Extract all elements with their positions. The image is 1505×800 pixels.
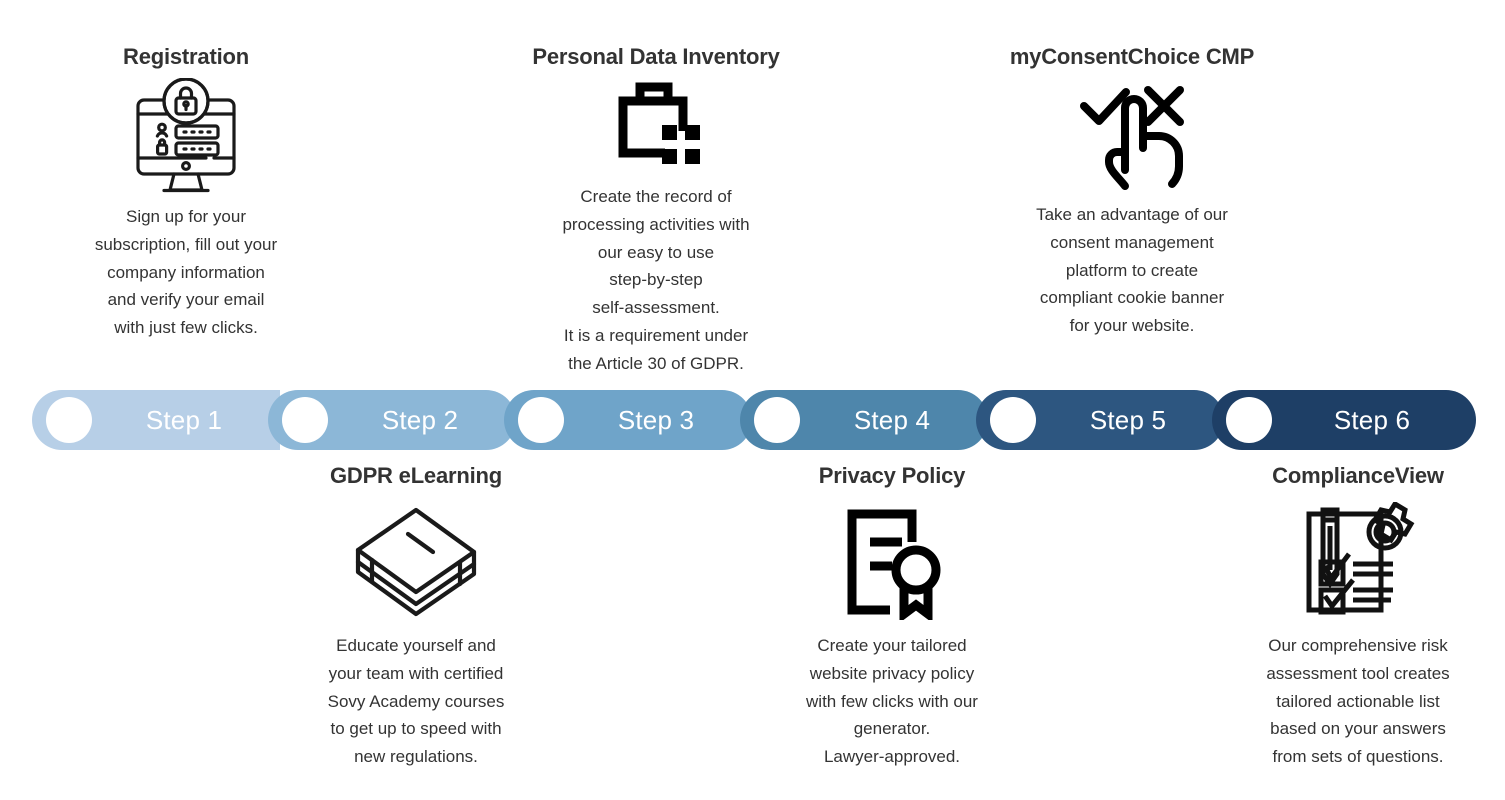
step-knob-5 [990,397,1036,443]
checklist-gear-icon [1234,496,1482,626]
card-description-personal-data-inventory: Create the record of processing activiti… [562,187,750,373]
step-progress-bar: Step 1 Step 2 Step 3 Step 4 Step 5 Step … [32,390,1476,450]
card-title-compliance-view: ComplianceView [1272,463,1444,488]
step-label-5: Step 5 [1089,405,1167,435]
step-segment-4[interactable]: Step 4 [740,390,988,450]
step-segment-1[interactable]: Step 1 [32,390,280,450]
document-certificate-icon [768,496,1016,626]
card-description-privacy-policy: Create your tailored website privacy pol… [806,636,978,767]
step-label-2: Step 2 [381,405,459,435]
step-knob-3 [518,397,564,443]
hand-pointer-check-cross-icon [1008,77,1256,195]
card-title-registration: Registration [123,44,249,69]
step-knob-2 [282,397,328,443]
briefcase-grid-icon [532,77,780,177]
card-privacy-policy: Privacy Policy Create your tailored webs… [768,463,1016,771]
card-registration: Registration [62,44,310,342]
card-description-registration: Sign up for your subscription, fill out … [94,207,278,338]
step-label-4: Step 4 [853,405,931,435]
monitor-login-lock-icon [62,77,310,197]
card-consent-cmp: myConsentChoice CMP Take an advantage of… [1008,44,1256,340]
card-title-consent-cmp: myConsentChoice CMP [1009,44,1255,69]
step-knob-1 [46,397,92,443]
step-label-1: Step 1 [145,405,223,435]
step-segment-3[interactable]: Step 3 [504,390,752,450]
card-description-compliance-view: Our comprehensive risk assessment tool c… [1266,636,1450,767]
step-knob-4 [754,397,800,443]
card-compliance-view: ComplianceView [1234,463,1482,771]
card-description-elearning: Educate yourself and your team with cert… [327,636,505,767]
card-title-personal-data-inventory: Personal Data Inventory [532,44,780,69]
card-title-privacy-policy: Privacy Policy [818,463,966,488]
step-segment-5[interactable]: Step 5 [976,390,1224,450]
card-description-consent-cmp: Take an advantage of our consent managem… [1036,205,1228,336]
card-personal-data-inventory: Personal Data Inventory Create the recor… [532,44,780,377]
card-elearning: GDPR eLearning Educate yourself and your… [292,463,540,771]
books-stack-icon [292,496,540,626]
card-title-elearning: GDPR eLearning [329,463,502,488]
step-label-3: Step 3 [617,405,695,435]
step-segment-2[interactable]: Step 2 [268,390,516,450]
step-knob-6 [1226,397,1272,443]
step-label-6: Step 6 [1333,405,1411,435]
step-segment-6[interactable]: Step 6 [1212,390,1476,450]
